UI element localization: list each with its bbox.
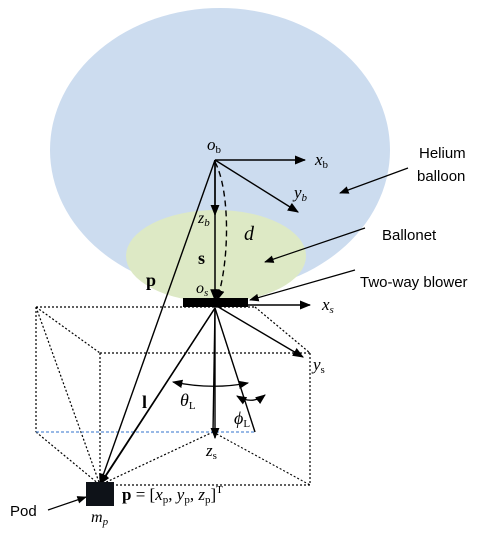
pod-box bbox=[86, 482, 114, 506]
vector-p bbox=[99, 159, 216, 486]
label-x-b: xb bbox=[314, 150, 329, 171]
label-d: d bbox=[244, 223, 255, 245]
label-balloon: balloon bbox=[417, 168, 465, 185]
vector-l bbox=[99, 307, 216, 485]
label-x-s: xs bbox=[321, 295, 334, 316]
label-s: s bbox=[198, 248, 205, 268]
helium-balloon-shape bbox=[50, 8, 390, 292]
label-p: p bbox=[146, 270, 156, 290]
axis-y-s bbox=[214, 304, 304, 358]
label-l: l bbox=[142, 392, 147, 412]
suspension-frame bbox=[35, 306, 311, 486]
axis-y-b bbox=[214, 159, 299, 213]
label-m-p: mp bbox=[91, 509, 109, 528]
label-theta-l: θL bbox=[180, 390, 196, 412]
angle-phi-arc bbox=[236, 394, 266, 405]
distance-d-dashed bbox=[214, 161, 228, 302]
callout-pod-arrow bbox=[47, 496, 87, 511]
frame-diagonal-dark bbox=[212, 431, 311, 486]
callout-ballonet-arrow bbox=[264, 227, 366, 263]
callout-helium-arrow bbox=[339, 167, 409, 194]
label-p-equation: p = [xp, yp, zp]T bbox=[122, 484, 223, 506]
label-o-s: os bbox=[196, 280, 208, 299]
label-helium: Helium bbox=[419, 145, 466, 162]
ballonet-shape bbox=[126, 210, 306, 302]
callout-blower-arrow bbox=[249, 269, 356, 302]
label-phi-l: ϕL bbox=[234, 408, 250, 430]
tether-lines bbox=[99, 307, 256, 486]
label-pod: Pod bbox=[10, 503, 37, 520]
label-blower: Two-way blower bbox=[360, 274, 468, 291]
angle-theta-arc bbox=[171, 379, 250, 389]
label-z-s: zs bbox=[205, 441, 217, 462]
label-y-b: yb bbox=[292, 183, 308, 204]
label-y-s: ys bbox=[311, 355, 325, 376]
two-way-blower-bar bbox=[183, 298, 248, 307]
label-o-b: ob bbox=[207, 135, 222, 156]
label-ballonet: Ballonet bbox=[382, 227, 437, 244]
label-z-b: zb bbox=[197, 210, 210, 229]
